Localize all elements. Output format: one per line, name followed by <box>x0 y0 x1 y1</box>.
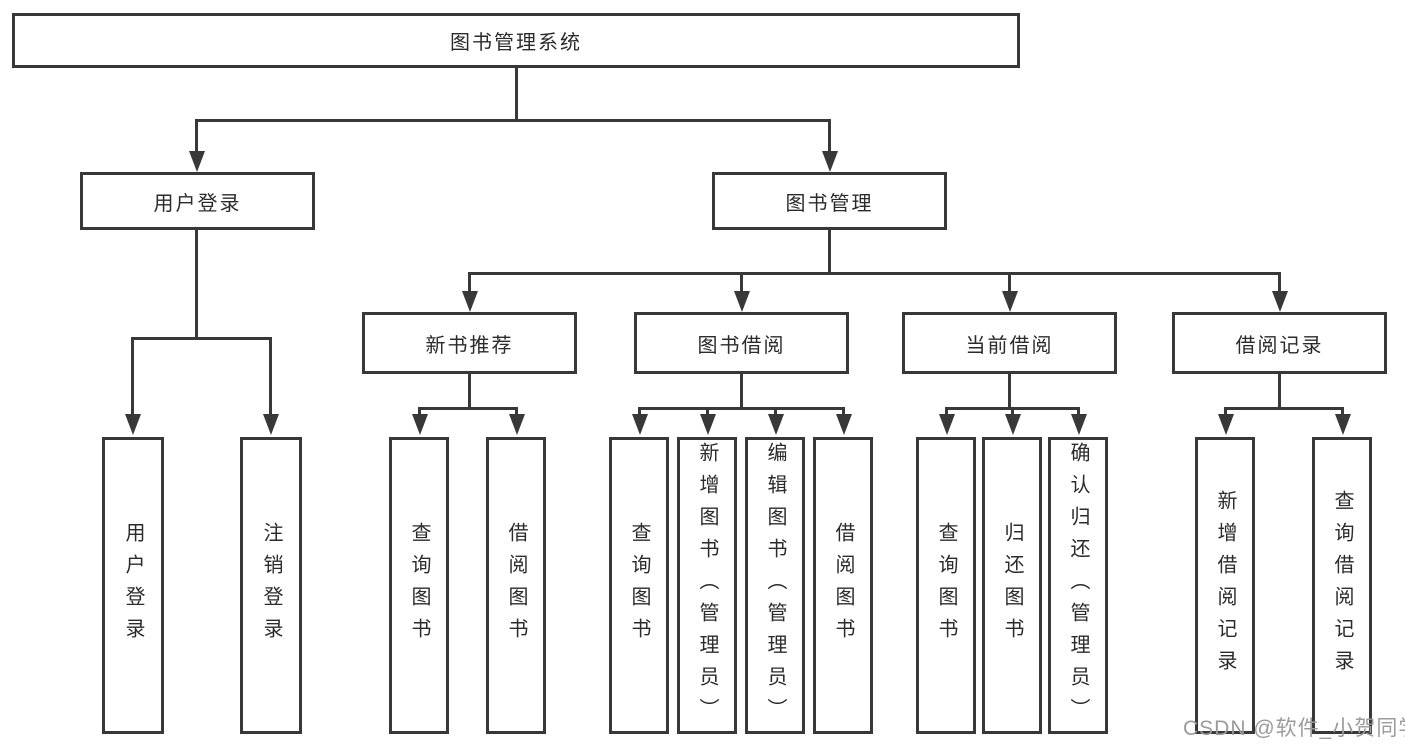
connector-to-book-borrow <box>740 272 743 293</box>
connector-groupD-drop1 <box>1224 407 1227 417</box>
connector-groupB-stem <box>740 374 743 407</box>
watermark: CSDN @软件_小贺同学 <box>1183 717 1405 740</box>
node-current-borrow: 当前借阅 <box>902 312 1117 374</box>
connector-to-book-management <box>828 119 831 153</box>
connector-groupC-drop3 <box>1077 407 1080 417</box>
leaf-user-login: 用户登录 <box>102 437 164 734</box>
connector-to-leaf-logout <box>269 337 272 415</box>
connector-groupB-drop3 <box>774 407 777 417</box>
leaf-add-borrow-record: 新增借阅记录 <box>1195 437 1255 734</box>
connector-groupC-drop1 <box>945 407 948 417</box>
arrowhead-to-new-book <box>462 291 478 312</box>
leaf-query-books-recommend: 查询图书 <box>389 437 449 734</box>
connector-groupB-drop1 <box>638 407 641 417</box>
connector-root-rail <box>195 119 830 122</box>
node-root: 图书管理系统 <box>12 13 1020 68</box>
arrowhead-groupC-3 <box>1071 414 1087 435</box>
connector-groupA-drop2 <box>515 407 518 417</box>
arrowhead-to-current-borrow <box>1002 291 1018 312</box>
leaf-logout: 注销登录 <box>240 437 302 734</box>
connector-groupD-stem <box>1278 374 1281 407</box>
connector-user-login-stem <box>195 230 198 337</box>
node-book-management: 图书管理 <box>712 172 947 230</box>
leaf-query-books-current: 查询图书 <box>916 437 976 734</box>
arrowhead-groupC-2 <box>1005 414 1021 435</box>
connector-to-current-borrow <box>1008 272 1011 293</box>
leaf-query-borrow-record: 查询借阅记录 <box>1312 437 1372 734</box>
connector-groupA-rail <box>418 407 518 410</box>
node-user-login: 用户登录 <box>80 172 315 230</box>
connector-level3-rail <box>468 272 1281 275</box>
arrowhead-to-borrow-records <box>1272 291 1288 312</box>
node-new-book-recommend: 新书推荐 <box>362 312 577 374</box>
connector-groupC-stem <box>1008 374 1011 407</box>
leaf-borrow-books: 借阅图书 <box>813 437 873 734</box>
connector-groupA-drop1 <box>418 407 421 417</box>
arrowhead-groupA-2 <box>509 414 525 435</box>
connector-root-stem <box>515 68 518 119</box>
connector-to-user-login <box>195 119 198 153</box>
leaf-add-books-admin: 新增图书（管理员） <box>677 437 737 734</box>
arrowhead-groupA-1 <box>412 414 428 435</box>
connector-groupD-rail <box>1224 407 1344 410</box>
connector-to-borrow-records <box>1278 272 1281 293</box>
arrowhead-to-leaf-logout <box>263 414 279 435</box>
arrowhead-groupD-1 <box>1218 414 1234 435</box>
leaf-borrow-books-recommend: 借阅图书 <box>486 437 546 734</box>
arrowhead-to-book-management <box>822 151 838 172</box>
connector-groupA-stem <box>468 374 471 407</box>
arrowhead-to-leaf-login <box>125 414 141 435</box>
node-book-borrow: 图书借阅 <box>634 312 849 374</box>
arrowhead-groupB-3 <box>768 414 784 435</box>
connector-to-new-book <box>468 272 471 293</box>
connector-to-leaf-login <box>131 337 134 415</box>
leaf-edit-books-admin: 编辑图书（管理员） <box>745 437 805 734</box>
connector-groupB-drop2 <box>706 407 709 417</box>
connector-groupB-drop4 <box>842 407 845 417</box>
arrowhead-to-book-borrow <box>734 291 750 312</box>
arrowhead-groupB-1 <box>632 414 648 435</box>
connector-book-mgmt-stem <box>828 230 831 272</box>
leaf-query-books-borrow: 查询图书 <box>609 437 669 734</box>
arrowhead-groupC-1 <box>939 414 955 435</box>
connector-groupB-rail <box>638 407 845 410</box>
arrowhead-groupB-4 <box>836 414 852 435</box>
connector-groupC-drop2 <box>1011 407 1014 417</box>
arrowhead-groupB-2 <box>700 414 716 435</box>
connector-groupD-drop2 <box>1341 407 1344 417</box>
arrowhead-groupD-2 <box>1335 414 1351 435</box>
connector-user-login-rail <box>131 337 272 340</box>
node-borrow-records: 借阅记录 <box>1172 312 1387 374</box>
leaf-confirm-return-admin: 确认归还（管理员） <box>1048 437 1108 734</box>
leaf-return-books: 归还图书 <box>982 437 1042 734</box>
arrowhead-to-user-login <box>189 151 205 172</box>
